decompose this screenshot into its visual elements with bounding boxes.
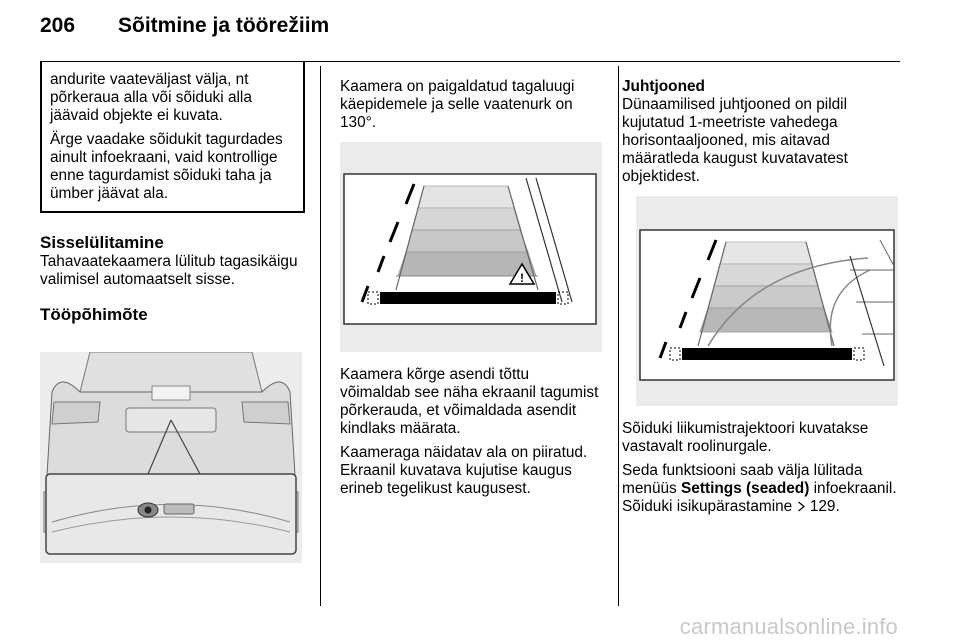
heading-guidelines: Juhtjooned [622,78,705,95]
page-header: 206 Sõitmine ja töörežiim [40,14,329,38]
watermark: carmanualsonline.info [679,614,898,639]
header-rule [40,61,900,62]
column-3-lower: Sõiduki liikumistrajektoori kuvatakse va… [622,420,900,522]
col2-paragraph-1: Kaamera on paigaldatud tagaluugi käepide… [340,78,575,131]
col2-paragraph-3: Kaameraga näidatav ala on piiratud. Ekra… [340,444,588,497]
car-camera-figure [40,352,302,563]
camera-view-figure: ! [340,142,602,352]
note-paragraph-2: Ärge vaadake sõidukit tagurdades ainult … [50,131,283,202]
note-box: andurite vaateväljast välja, nt põrkerau… [40,61,305,213]
column-divider-2 [618,66,619,606]
settings-menu-name: Settings (seaded) [681,480,810,497]
page-number: 206 [40,14,76,37]
arrow-ref-icon [797,501,806,512]
column-2: Kaamera on paigaldatud tagaluugi käepide… [340,78,602,138]
col2-paragraph-2: Kaamera kõrge asendi tõttu võimaldab see… [340,366,599,437]
column-3: Juhtjooned Dünaamilised juhtjooned on pi… [622,78,900,192]
col3-paragraph-3: Seda funktsiooni saab välja lülitada men… [622,462,900,516]
activation-text: Tahavaatekaamera lülitub tagasikäigu val… [40,253,298,288]
col3-paragraph-3-post: infoekraanil. Sõiduki isikupärastamine [622,480,897,515]
note-paragraph-1: andurite vaateväljast välja, nt põrkerau… [50,71,252,124]
heading-activation: Sisselülitamine [40,233,164,252]
heading-principle: Tööpõhimõte [40,305,148,324]
chapter-title: Sõitmine ja töörežiim [118,14,330,37]
col3-paragraph-3-pre: Seda funktsiooni saab välja lülitada men… [622,462,863,497]
col3-paragraph-1: Dünaamilised juhtjooned on pildil kujuta… [622,96,848,185]
column-1: andurite vaateväljast välja, nt põrkerau… [40,61,305,325]
svg-text:!: ! [520,271,524,285]
col3-paragraph-2: Sõiduki liikumistrajektoori kuvatakse va… [622,420,869,455]
column-2-lower: Kaamera kõrge asendi tõttu võimaldab see… [340,366,602,504]
column-divider-1 [320,66,321,606]
page-reference[interactable]: 129. [809,498,840,515]
guidelines-figure [636,196,898,406]
